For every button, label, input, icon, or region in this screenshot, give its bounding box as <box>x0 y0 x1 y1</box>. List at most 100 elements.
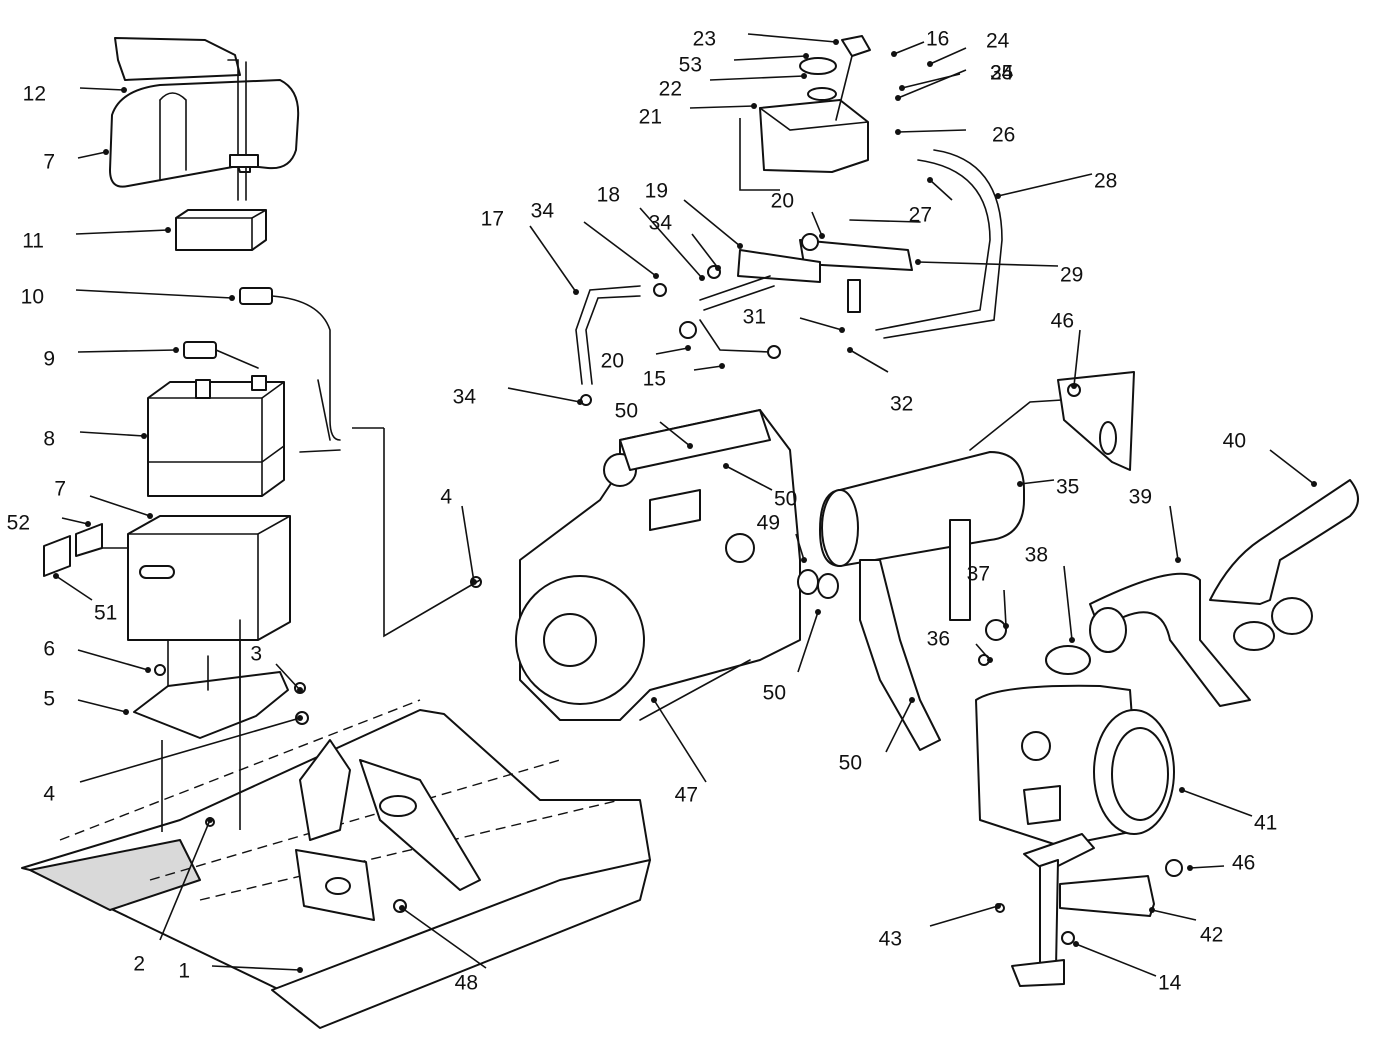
air-cleaner-mount <box>995 833 1183 987</box>
callout-9: 9 <box>43 347 179 371</box>
callout-leader-line <box>89 495 151 517</box>
callout-number: 49 <box>757 512 780 535</box>
callout-number: 42 <box>1200 924 1223 947</box>
callout-number: 3 <box>250 643 262 666</box>
callout-leader-dot <box>895 129 901 135</box>
callout-leader-line <box>897 69 967 99</box>
battery-cable-negative <box>183 341 259 369</box>
callout-number: 12 <box>23 83 46 106</box>
callout-number: 48 <box>455 972 478 995</box>
callout-leader-dot <box>927 61 933 67</box>
callout-15: 15 <box>643 363 725 391</box>
callout-leader-dot <box>103 149 109 155</box>
callout-leader-line <box>747 33 837 43</box>
callout-leader-line <box>1151 909 1197 921</box>
box-bracket <box>43 523 129 577</box>
callout-number: 2 <box>133 953 145 976</box>
guide-lines <box>161 118 780 832</box>
callout-46: 46 <box>1051 310 1081 389</box>
battery-box <box>127 515 291 641</box>
callout-leader-dot <box>651 697 657 703</box>
callout-number: 5 <box>43 688 55 711</box>
callout-leader-dot <box>141 433 147 439</box>
callout-21: 21 <box>639 103 757 129</box>
callout-number: 34 <box>990 62 1014 85</box>
callout-leader-line <box>1269 449 1315 485</box>
callout-number: 32 <box>890 393 913 416</box>
callout-50: 50 <box>763 609 821 705</box>
callout-leader-dot <box>1017 481 1023 487</box>
callout-leader-line <box>811 211 823 237</box>
callout-leader-line <box>917 261 1059 267</box>
callout-46: 46 <box>1187 852 1255 875</box>
callout-leader-dot <box>801 73 807 79</box>
callout-leader-line <box>897 129 967 133</box>
callout-39: 39 <box>1129 486 1181 563</box>
callout-number: 17 <box>481 208 504 231</box>
callout-leader-line <box>275 663 301 691</box>
callout-leader-line <box>1189 865 1225 869</box>
callout-4: 4 <box>440 486 477 585</box>
callout-leader-line <box>693 365 723 371</box>
callout-number: 51 <box>94 602 117 625</box>
callout-leader-dot <box>145 667 151 673</box>
callout-11: 11 <box>22 227 171 253</box>
callout-number: 39 <box>1129 486 1152 509</box>
callout-number: 9 <box>43 348 55 371</box>
air-intake-hoses <box>1089 479 1359 707</box>
callout-number: 8 <box>43 428 55 451</box>
callout-50: 50 <box>723 463 797 511</box>
callout-7: 7 <box>54 478 153 519</box>
callout-leader-dot <box>699 275 705 281</box>
callout-leader-dot <box>847 347 853 353</box>
callout-leader-line <box>655 347 689 355</box>
callout-27: 27 <box>909 177 953 227</box>
callout-leader-dot <box>147 513 153 519</box>
callout-leader-dot <box>1179 787 1185 793</box>
callout-leader-line <box>77 349 177 353</box>
callout-leader-dot <box>1069 637 1075 643</box>
callout-leader-dot <box>839 327 845 333</box>
callout-number: 40 <box>1223 430 1246 453</box>
callout-34: 34 <box>649 212 721 271</box>
callout-number: 21 <box>639 106 662 129</box>
callout-number: 16 <box>926 28 949 51</box>
callout-40: 40 <box>1223 430 1317 487</box>
callout-number: 26 <box>992 124 1015 147</box>
callout-number: 35 <box>1056 476 1079 499</box>
callout-leader-line <box>691 233 719 269</box>
callout-23: 23 <box>693 28 839 51</box>
callout-leader-line <box>1019 479 1055 485</box>
callout-number: 34 <box>649 212 673 235</box>
callout-leader-line <box>401 907 487 969</box>
callout-20: 20 <box>601 345 691 373</box>
callout-51: 51 <box>53 573 117 625</box>
callout-7: 7 <box>43 149 109 174</box>
callout-leader-line <box>79 431 145 437</box>
callout-leader-dot <box>573 289 579 295</box>
callout-number: 53 <box>679 54 702 77</box>
callout-leader-line <box>77 699 127 713</box>
callout-number: 14 <box>1158 972 1182 995</box>
callout-leader-dot <box>819 233 825 239</box>
callout-leader-dot <box>891 51 897 57</box>
callout-41: 41 <box>1179 787 1277 835</box>
callout-leader-dot <box>987 657 993 663</box>
callout-leader-line <box>55 575 93 601</box>
callout-leader-line <box>211 965 301 971</box>
air-cleaner <box>975 684 1175 847</box>
callout-number: 34 <box>453 386 477 409</box>
callout-number: 38 <box>1025 544 1048 567</box>
callout-leader-line <box>893 41 925 55</box>
callout-leader-dot <box>909 697 915 703</box>
callout-leader-line <box>885 699 913 753</box>
callout-number: 50 <box>615 400 638 423</box>
callout-number: 50 <box>839 752 862 775</box>
callout-18: 18 <box>597 184 705 281</box>
callout-leader-dot <box>995 903 1001 909</box>
battery-pad <box>175 209 267 251</box>
battery-tray <box>133 619 289 739</box>
callout-leader-dot <box>399 905 405 911</box>
